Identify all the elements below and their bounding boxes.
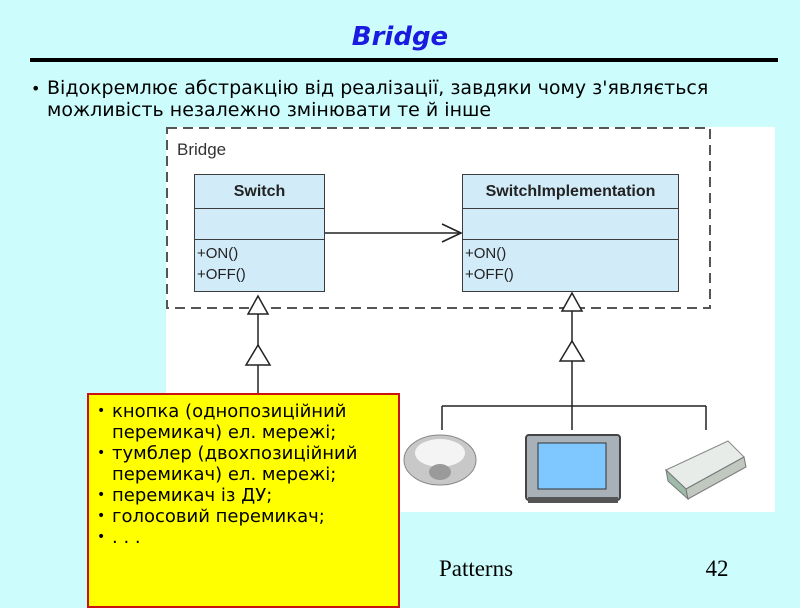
switch-operation-on: +ON() (197, 245, 239, 262)
switch-class-name: Switch (195, 175, 324, 209)
inheritance-triangle-left-lower (244, 343, 272, 366)
switch-types-list: кнопка (однопозиційний перемикач) ел. ме… (97, 401, 398, 548)
list-item: тумблер (двохпозиційний перемикач) ел. м… (97, 443, 398, 485)
switch-class-attributes (195, 209, 324, 240)
inheritance-triangle-right-lower (558, 339, 586, 362)
bridge-frame-label: Bridge (177, 140, 226, 159)
switch-implementation-class-name: SwitchImplementation (463, 175, 678, 209)
list-item: голосовий перемикач; (97, 506, 398, 527)
list-item: перемикач із ДУ; (97, 485, 398, 506)
list-item: . . . (97, 527, 398, 548)
tv-icon (525, 434, 621, 503)
switch-class-box: Switch +ON() +OFF() (194, 174, 325, 292)
switch-class-operations: +ON() +OFF() (195, 240, 324, 285)
slide-bullet-text: Відокремлює абстракцію від реалізації, з… (47, 77, 709, 121)
switch-implementation-class-box: SwitchImplementation +ON() +OFF() (462, 174, 679, 292)
switch-types-note: кнопка (однопозиційний перемикач) ел. ме… (87, 393, 400, 608)
inheritance-triangle-right-upper (560, 291, 584, 312)
switch-implementation-class-operations: +ON() +OFF() (463, 240, 678, 285)
association-arrowhead (441, 223, 463, 243)
list-item: кнопка (однопозиційний перемикач) ел. ме… (97, 401, 398, 443)
bridge-frame (166, 127, 711, 309)
page-number: 42 (705, 556, 729, 581)
switch-implementation-operation-off: +OFF() (465, 266, 514, 283)
title-divider (30, 58, 778, 62)
slide-title: Bridge (351, 22, 449, 52)
lamp-icon (403, 434, 477, 486)
switch-implementation-class-attributes (463, 209, 678, 240)
switch-implementation-operation-on: +ON() (465, 245, 507, 262)
footer-title: Patterns (438, 556, 514, 581)
inheritance-triangle-left-upper (246, 294, 270, 315)
bullet-marker: • (31, 79, 41, 98)
diagram-graphics: Bridge (166, 127, 747, 503)
remote-control-icon (665, 440, 747, 501)
switch-operation-off: +OFF() (197, 266, 246, 283)
